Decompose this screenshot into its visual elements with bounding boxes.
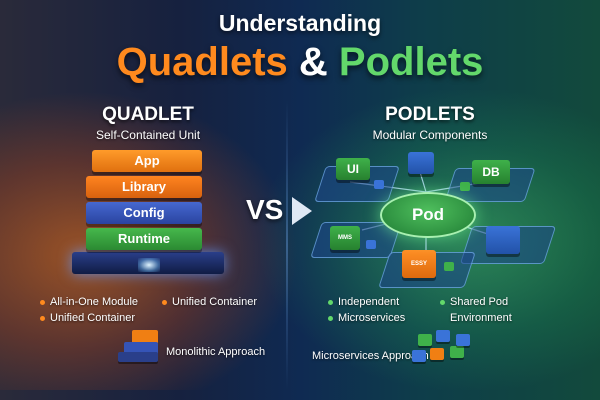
quadlet-heading: QUADLET [102, 104, 194, 125]
podlets-bullet-4-text: Environment [450, 312, 512, 324]
bullet-dot [328, 315, 333, 321]
main-title: Quadlets & Podlets [0, 38, 600, 86]
mini-cube [374, 180, 384, 189]
podlets-bullet-1: Independent [328, 296, 399, 308]
title-ampersand: & [298, 40, 328, 84]
podlets-bullet-3: Shared Pod [440, 296, 508, 308]
quadlet-footer: Monolithic Approach [166, 346, 266, 358]
quadlet-bullet-1-text: All-in-One Module [50, 296, 139, 308]
top-service-tile [408, 152, 434, 174]
layer-app: App [92, 150, 202, 172]
center-divider [286, 100, 288, 390]
bullet-dot [40, 299, 45, 305]
micro-cube [418, 334, 432, 346]
bullet-dot [328, 299, 333, 305]
bottom-tile-label: ESSY [410, 261, 427, 267]
title-podlets: Podlets [338, 40, 484, 84]
bullet-dot [162, 299, 167, 305]
podlets-heading: PODLETS [385, 104, 475, 125]
quadlet-bullet-2-text: Unified Container [172, 296, 257, 308]
podlets-bullet-3-text: Shared Pod [450, 296, 509, 308]
quadlet-bullet-1: All-in-One Module [40, 296, 138, 308]
right-service-tile [486, 226, 520, 254]
podlets-footer: Microservices Approach [312, 350, 429, 362]
ui-tile-label: UI [347, 162, 359, 176]
quadlet-bullet-2: Unified Container [162, 296, 257, 308]
bottom-service-tile: ESSY [402, 250, 436, 278]
db-service-tile: DB [472, 160, 510, 184]
quadlet-subheading: Self-Contained Unit [95, 128, 201, 142]
left-service-tile: MMS [330, 226, 360, 250]
layer-library: Library [86, 176, 202, 198]
title-understanding: Understanding [218, 10, 382, 36]
left-tile-label: MMS [338, 235, 352, 241]
mini-cube [444, 262, 454, 271]
title-quadlets: Quadlets [116, 40, 288, 84]
podlets-subheading: Modular Components [372, 128, 488, 142]
layer-runtime: Runtime [86, 228, 202, 250]
vs-label: VS [246, 194, 284, 225]
podlets-bullet-4: Environment [450, 312, 512, 324]
mono-cube-base [118, 352, 158, 362]
mono-cube-orange [132, 330, 158, 344]
bullet-dot [440, 299, 445, 305]
podlets-bullet-1-text: Independent [338, 296, 400, 308]
layer-library-label: Library [121, 179, 167, 194]
vs-arrow-icon [292, 197, 312, 225]
micro-cube [436, 330, 450, 342]
podlets-bullet-2: Microservices [328, 312, 405, 324]
mini-cube [460, 182, 470, 191]
layer-app-label: App [134, 153, 160, 168]
bullet-dot [40, 315, 45, 321]
micro-cube [456, 334, 470, 346]
quadlet-bullet-3: Unified Container [40, 312, 135, 324]
layer-config: Config [86, 202, 202, 224]
db-tile-label: DB [482, 165, 500, 179]
micro-cube [430, 348, 444, 360]
quadlet-bullet-3-text: Unified Container [50, 312, 135, 324]
layer-config-label: Config [123, 205, 165, 220]
podlets-bullet-2-text: Microservices [338, 312, 406, 324]
ui-service-tile: UI [336, 158, 370, 180]
base-glow-spark [138, 258, 160, 272]
micro-cube [412, 350, 426, 362]
pod-center-node: Pod [380, 192, 476, 238]
mini-cube [366, 240, 376, 249]
layer-runtime-label: Runtime [118, 231, 170, 246]
micro-cube [450, 346, 464, 358]
